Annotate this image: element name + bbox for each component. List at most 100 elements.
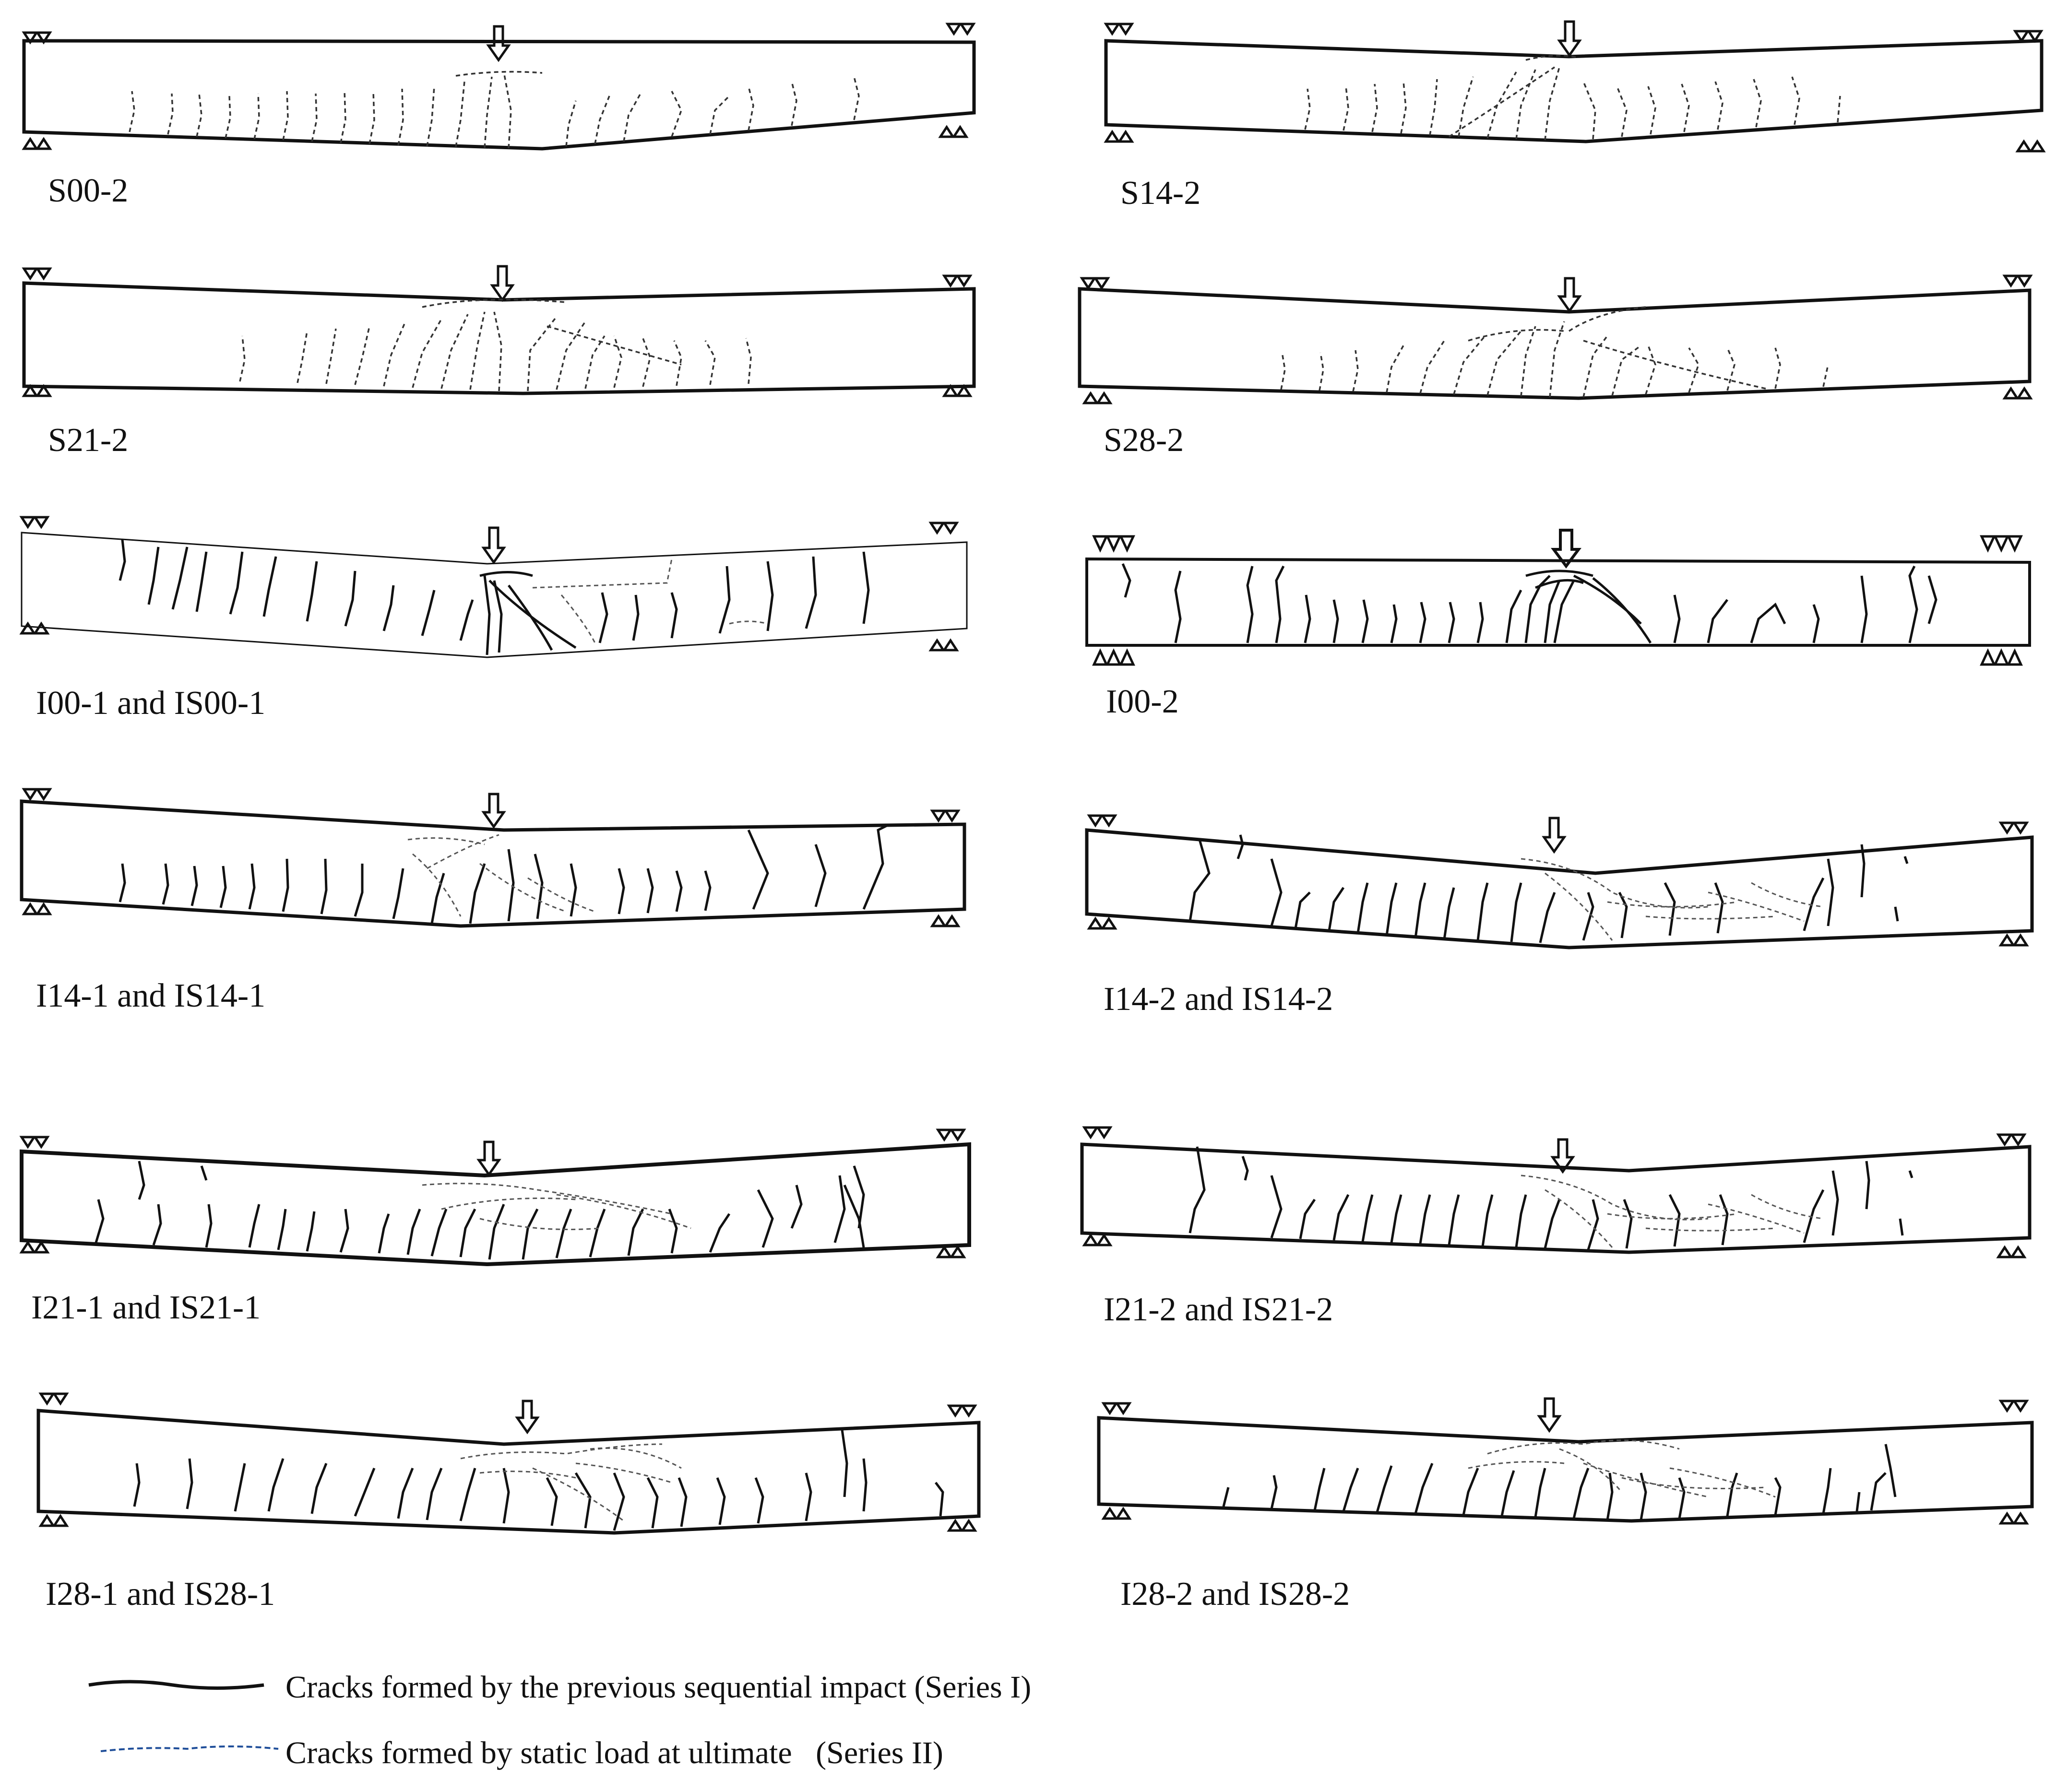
legend-dashed-label: Cracks formed by static load at ultimate…	[285, 1735, 943, 1770]
load-arrow	[515, 1400, 540, 1435]
support-bottom-right	[2015, 139, 2046, 153]
support-bottom-left	[1082, 391, 1113, 404]
support-bottom-left	[22, 137, 52, 150]
load-arrow	[490, 265, 515, 302]
support-bottom-right	[947, 1519, 977, 1532]
cracks-static	[532, 558, 768, 643]
legend-dashed-line	[100, 1745, 279, 1752]
beam-outline	[22, 39, 976, 151]
cracks-static	[1521, 1175, 1824, 1248]
support-top-right	[1996, 1133, 2027, 1147]
beam-outline	[1078, 287, 2032, 400]
cracks-static	[1304, 55, 1841, 141]
cracks-impact	[1222, 1444, 1897, 1520]
beam-outline	[21, 532, 968, 658]
beam-label: I00-2	[1106, 683, 1179, 720]
beam-label: S28-2	[1104, 422, 1184, 459]
cracks-impact	[1189, 834, 1909, 943]
load-arrow	[481, 526, 506, 565]
cracks-static	[422, 1183, 691, 1230]
support-top-left	[1101, 1402, 1132, 1415]
support-top-right	[1998, 1400, 2029, 1413]
support-top-right	[928, 522, 959, 535]
legend: Cracks formed by the previous sequential…	[88, 1670, 1031, 1770]
support-top-right	[936, 1128, 966, 1142]
cracks-static	[407, 834, 595, 917]
cracks-static	[1521, 858, 1824, 941]
legend-solid-line	[88, 1680, 264, 1690]
load-arrow	[486, 25, 511, 62]
support-top-left	[1080, 277, 1110, 290]
support-bottom-left	[1087, 916, 1117, 930]
cracks-impact	[119, 539, 870, 655]
support-bottom-right	[1996, 1245, 2027, 1258]
load-arrow	[1551, 529, 1581, 569]
beam-panel-i14-2	[1085, 814, 2034, 949]
support-bottom-right	[2002, 386, 2033, 400]
load-arrow	[476, 1140, 501, 1177]
beam-label: S00-2	[48, 172, 128, 209]
load-arrow	[481, 793, 506, 829]
support-bottom-right	[936, 1245, 966, 1258]
support-top-left	[19, 1136, 50, 1149]
support-bottom-left	[22, 902, 52, 915]
beam-label: I21-1 and IS21-1	[31, 1289, 261, 1326]
cracks-impact	[119, 824, 889, 924]
support-top-right	[942, 274, 973, 288]
beam-label: I28-1 and IS28-1	[46, 1576, 275, 1613]
cracks-static	[1468, 1439, 1776, 1498]
load-arrow	[1557, 20, 1582, 58]
load-arrow	[1550, 1138, 1575, 1174]
beam-panel-s21-2	[22, 265, 976, 397]
support-top-left	[19, 516, 50, 529]
support-bottom-left	[38, 1514, 69, 1527]
support-top-left	[1082, 1126, 1113, 1139]
beam-outline	[20, 799, 966, 928]
beam-label: I14-1 and IS14-1	[36, 977, 265, 1014]
support-top-right	[945, 23, 976, 36]
support-top-left	[1087, 814, 1117, 828]
support-bottom-left	[19, 621, 50, 635]
cracks-static	[1280, 306, 1829, 398]
beam-outline	[1104, 39, 2044, 143]
beam-outline	[20, 1142, 971, 1267]
support-top-right	[2002, 274, 2033, 288]
beam-panel-i21-2	[1080, 1126, 2032, 1258]
cracks-static	[239, 298, 752, 392]
support-bottom-left	[1101, 1507, 1132, 1520]
beam-label: I14-2 and IS14-2	[1104, 981, 1333, 1018]
beam-outline	[1097, 1416, 2034, 1523]
support-bottom-right	[930, 914, 961, 927]
beam-label: S14-2	[1120, 175, 1200, 212]
support-top-right	[930, 809, 961, 823]
beam-label: I28-2 and IS28-2	[1120, 1576, 1350, 1613]
cracks-impact	[133, 1429, 944, 1531]
beam-panel-s28-2	[1078, 274, 2033, 404]
beam-label: S21-2	[48, 422, 128, 459]
load-arrow	[1557, 277, 1582, 313]
support-bottom-left	[1104, 130, 1134, 143]
cracks-static	[460, 1443, 682, 1522]
beam-panel-i00-2	[1085, 529, 2031, 666]
support-top-left	[38, 1392, 69, 1406]
beam-outline	[1085, 557, 2031, 647]
beam-outline	[36, 1409, 981, 1535]
support-top-right	[1998, 821, 2029, 835]
beam-panel-s00-2	[22, 23, 976, 151]
support-bottom-left	[19, 1240, 50, 1254]
beam-outline	[1085, 828, 2034, 949]
support-top-left	[1104, 23, 1134, 36]
legend-solid-label: Cracks formed by the previous sequential…	[285, 1670, 1031, 1705]
support-top-left	[22, 267, 52, 281]
beam-outline	[1080, 1142, 2032, 1254]
support-bottom-right	[1998, 933, 2029, 947]
support-bottom-left	[22, 384, 52, 397]
load-arrow	[1542, 817, 1567, 854]
beam-label: I00-1 and IS00-1	[36, 685, 265, 722]
beam-panel-i28-2	[1097, 1397, 2034, 1525]
support-bottom-right	[938, 125, 969, 138]
support-bottom-right	[928, 638, 959, 652]
support-bottom-right	[942, 384, 973, 397]
beam-panel-s14-2	[1104, 20, 2046, 153]
beam-panel-i14-1	[20, 788, 966, 928]
